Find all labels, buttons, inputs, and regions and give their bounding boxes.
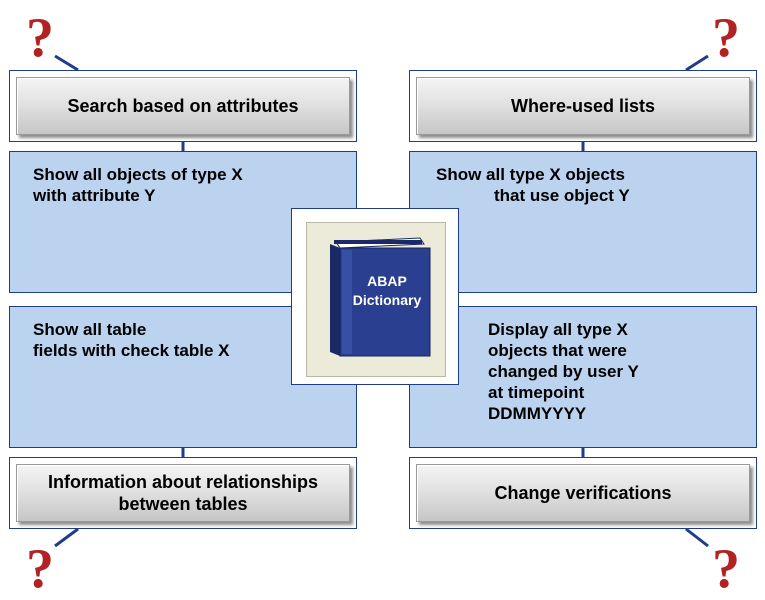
- qmark-connector-top-left: [54, 54, 79, 72]
- book-title: ABAP Dictionary: [342, 272, 432, 310]
- question-mark-glyph: ?: [712, 7, 740, 66]
- question-mark-icon: ?: [26, 7, 54, 66]
- qmark-connector-bottom-right: [685, 527, 709, 548]
- header-panel-top-right: Where-used lists: [409, 70, 757, 142]
- question-mark-icon: ?: [26, 538, 54, 597]
- body-line: Show all objects of type X: [33, 165, 243, 184]
- body-line: fields with check table X: [33, 341, 230, 360]
- change-verifications-button[interactable]: Change verifications: [416, 464, 750, 522]
- search-attributes-label: Search based on attributes: [67, 96, 299, 116]
- body-line: DDMMYYYY: [488, 404, 587, 423]
- body-line: Display all type X: [488, 320, 628, 339]
- header-panel-bottom-right: Change verifications: [409, 457, 757, 529]
- book-title-line1: ABAP: [367, 273, 407, 289]
- book-title-line2: Dictionary: [352, 292, 422, 308]
- qmark-connector-bottom-left: [54, 527, 79, 548]
- body-line: changed by user Y: [488, 362, 639, 381]
- where-used-button[interactable]: Where-used lists: [416, 77, 750, 135]
- question-mark-icon: ?: [712, 538, 740, 597]
- header-panel-bottom-left: Information about relationships between …: [9, 457, 357, 529]
- body-line: that use object Y: [494, 186, 630, 205]
- search-attributes-button[interactable]: Search based on attributes: [16, 77, 350, 135]
- question-mark-icon: ?: [712, 7, 740, 66]
- relationships-label-line2: between tables: [118, 494, 248, 514]
- body-line: objects that were: [488, 341, 627, 360]
- body-box-bottom-right: Display all type X objects that were cha…: [409, 306, 757, 448]
- header-panel-top-left: Search based on attributes: [9, 70, 357, 142]
- question-mark-glyph: ?: [26, 7, 54, 66]
- relationships-info-button[interactable]: Information about relationships between …: [16, 464, 350, 522]
- where-used-label: Where-used lists: [510, 96, 656, 116]
- body-line: Show all type X objects: [436, 165, 625, 184]
- question-mark-glyph: ?: [26, 538, 54, 597]
- body-line: with attribute Y: [33, 186, 156, 205]
- relationships-label-line1: Information about relationships: [47, 472, 318, 492]
- body-box-top-right: Show all type X objects that use object …: [409, 151, 757, 293]
- body-line: at timepoint: [488, 383, 585, 402]
- qmark-connector-top-right: [685, 54, 709, 72]
- question-mark-glyph: ?: [712, 538, 740, 597]
- body-line: Show all table: [33, 320, 147, 339]
- change-verifications-label: Change verifications: [494, 483, 672, 503]
